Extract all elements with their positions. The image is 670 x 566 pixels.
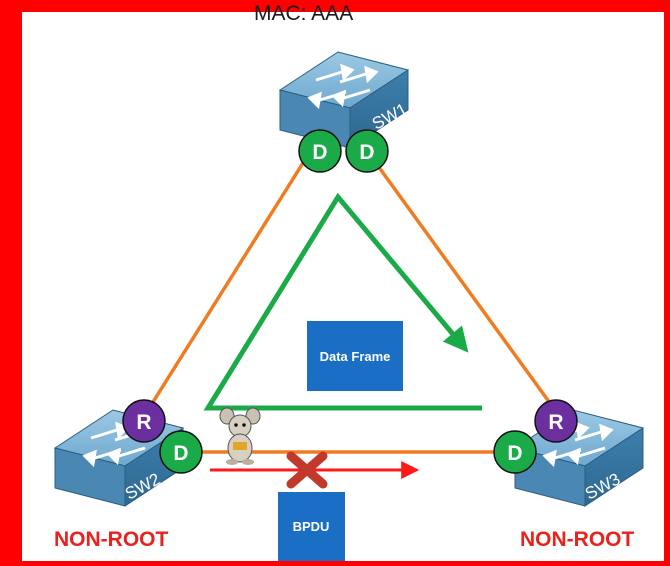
- port-sw1-left: D: [298, 129, 342, 173]
- port-sw2-designated: D: [159, 430, 203, 474]
- switch-sw1[interactable]: SW1: [278, 51, 410, 149]
- port-sw1-right: D: [345, 129, 389, 173]
- switch-sw3[interactable]: SW3: [513, 409, 645, 507]
- port-sw2-root: R: [122, 399, 166, 443]
- bpdu-label: BPDU: [293, 519, 330, 534]
- frame-left: [0, 0, 22, 566]
- bpdu-box: [278, 492, 345, 561]
- port-sw3-designated: D: [493, 430, 537, 474]
- link-sw1-sw2: [146, 154, 310, 411]
- block-x-icon: [286, 451, 328, 489]
- port-sw3-designated-label: D: [507, 442, 522, 465]
- link-sw1-sw3: [368, 153, 557, 412]
- mac-label: MAC: AAA: [254, 2, 354, 25]
- port-sw2-root-label: R: [136, 411, 151, 434]
- frame-right: [664, 0, 670, 566]
- port-sw2-designated-label: D: [173, 442, 188, 465]
- frame-top: [0, 0, 670, 12]
- data-frame-box: [307, 321, 403, 391]
- role-label-sw2: NON-ROOT: [54, 528, 169, 551]
- port-sw3-root: R: [534, 399, 578, 443]
- switch-icon: [542, 421, 614, 468]
- data-frame-label: Data Frame: [320, 349, 391, 364]
- port-sw3-root-label: R: [548, 411, 563, 434]
- loop-arrow-icon: [203, 192, 482, 411]
- frame-bottom: [0, 561, 670, 566]
- mouse-icon: [219, 407, 261, 465]
- port-sw1-left-label: D: [312, 141, 327, 164]
- port-sw1-right-label: D: [359, 141, 374, 164]
- switch-icon: [307, 63, 379, 110]
- role-label-sw3: NON-ROOT: [520, 528, 635, 551]
